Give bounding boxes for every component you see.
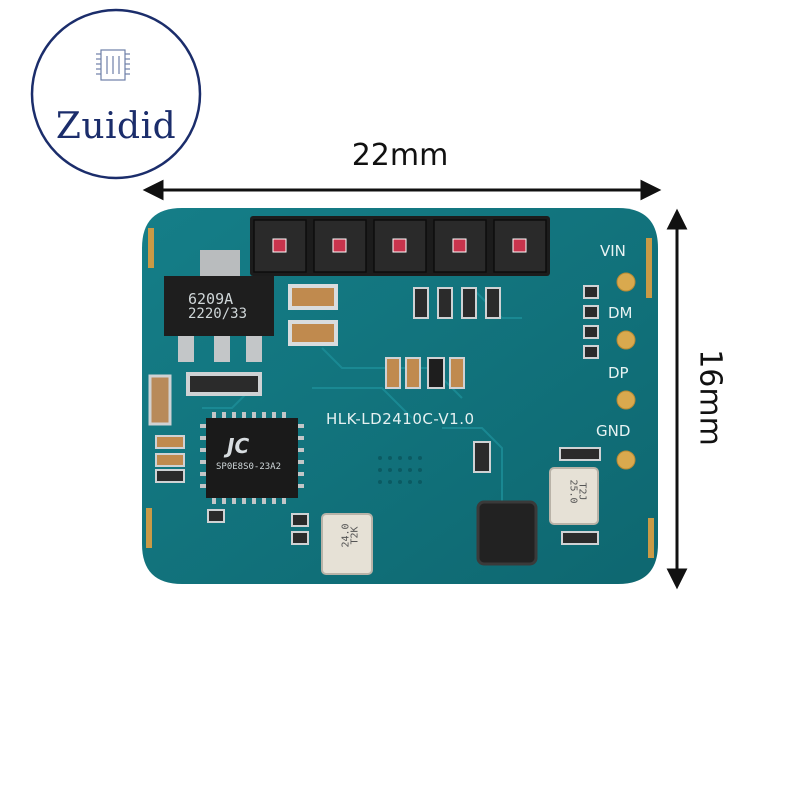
pcb-board (142, 208, 658, 584)
crystal-b (321, 513, 373, 575)
brand-logo-text: Zuidid (55, 106, 177, 147)
crystal-a (549, 467, 599, 525)
regulator-marking-line1: 6209A (188, 290, 234, 308)
inductor (476, 500, 538, 566)
mcu-marking: SP0E8S0-23A2 (216, 462, 282, 472)
pin-label-gnd: GND (596, 422, 631, 440)
mcu-logo: JC (227, 434, 250, 458)
via-field (378, 456, 422, 484)
pin-pads (616, 272, 636, 470)
pin-label-dp: DP (608, 364, 629, 382)
pin-header (250, 216, 550, 276)
width-arrow (142, 179, 662, 201)
smd-components (148, 284, 601, 545)
pin-label-dm: DM (608, 304, 633, 322)
crystal-b-marking-line2: T2K (349, 526, 361, 545)
height-arrow (666, 208, 688, 590)
chip-icon (96, 49, 130, 81)
voltage-regulator (164, 250, 274, 362)
pin-label-vin: VIN (600, 242, 626, 260)
height-dimension-label: 16mm (692, 349, 728, 446)
mcu-chip (200, 412, 304, 504)
crystal-a-marking-line2: T2J (576, 482, 588, 501)
brand-logo-ring (30, 8, 202, 180)
board-model-label: HLK-LD2410C-V1.0 (326, 410, 475, 428)
regulator-marking-line2: 2220/33 (188, 306, 248, 322)
width-dimension-label: 22mm (351, 138, 449, 173)
